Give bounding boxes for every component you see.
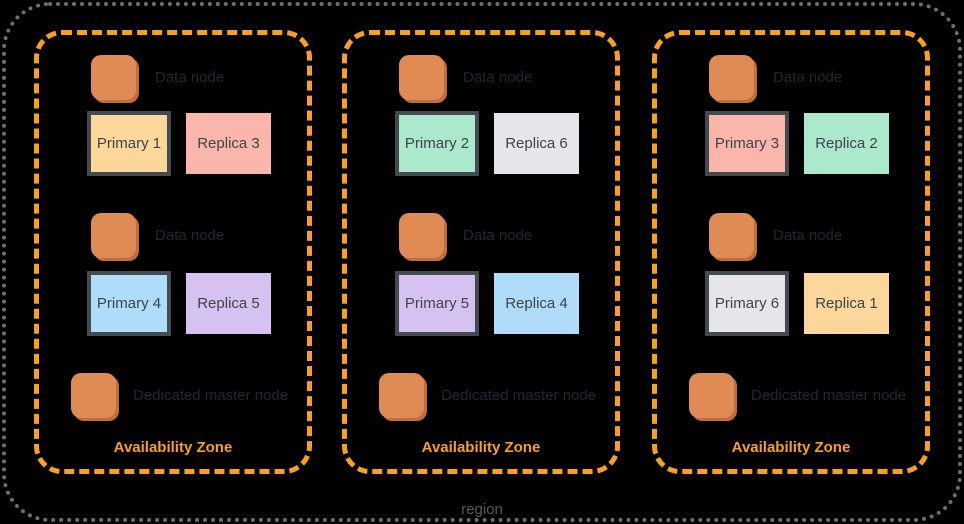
- replica-shard: Replica 5: [186, 273, 271, 334]
- replica-shard: Replica 4: [494, 273, 579, 334]
- availability-zone-label: Availability Zone: [421, 439, 541, 456]
- data-node-icon: [399, 55, 444, 100]
- data-node-label: Data node: [463, 227, 533, 244]
- data-node-label: Data node: [463, 69, 533, 86]
- primary-shard: Primary 4: [87, 271, 171, 336]
- data-node-icon: [709, 213, 754, 258]
- replica-shard: Replica 1: [804, 273, 889, 334]
- region-label: region: [461, 501, 503, 518]
- primary-shard: Primary 5: [395, 271, 479, 336]
- availability-zone-2: Data node Primary 2 Replica 6 Data node …: [342, 30, 620, 474]
- master-node-icon: [379, 373, 424, 418]
- availability-zone-1: Data node Primary 1 Replica 3 Data node …: [34, 30, 312, 474]
- primary-shard: Primary 2: [395, 111, 479, 176]
- replica-shard: Replica 3: [186, 113, 271, 174]
- master-node-icon: [71, 373, 116, 418]
- data-node-icon: [399, 213, 444, 258]
- master-node-label: Dedicated master node: [751, 387, 907, 404]
- master-node-label: Dedicated master node: [441, 387, 597, 404]
- availability-zone-label: Availability Zone: [113, 439, 233, 456]
- data-node-label: Data node: [155, 69, 225, 86]
- master-node-icon: [689, 373, 734, 418]
- data-node-label: Data node: [773, 69, 843, 86]
- replica-shard: Replica 2: [804, 113, 889, 174]
- data-node-label: Data node: [773, 227, 843, 244]
- primary-shard: Primary 1: [87, 111, 171, 176]
- availability-zone-3: Data node Primary 3 Replica 2 Data node …: [652, 30, 930, 474]
- replica-shard: Replica 6: [494, 113, 579, 174]
- data-node-label: Data node: [155, 227, 225, 244]
- data-node-icon: [91, 213, 136, 258]
- data-node-icon: [709, 55, 754, 100]
- primary-shard: Primary 3: [705, 111, 789, 176]
- data-node-icon: [91, 55, 136, 100]
- availability-zone-label: Availability Zone: [731, 439, 851, 456]
- primary-shard: Primary 6: [705, 271, 789, 336]
- master-node-label: Dedicated master node: [133, 387, 289, 404]
